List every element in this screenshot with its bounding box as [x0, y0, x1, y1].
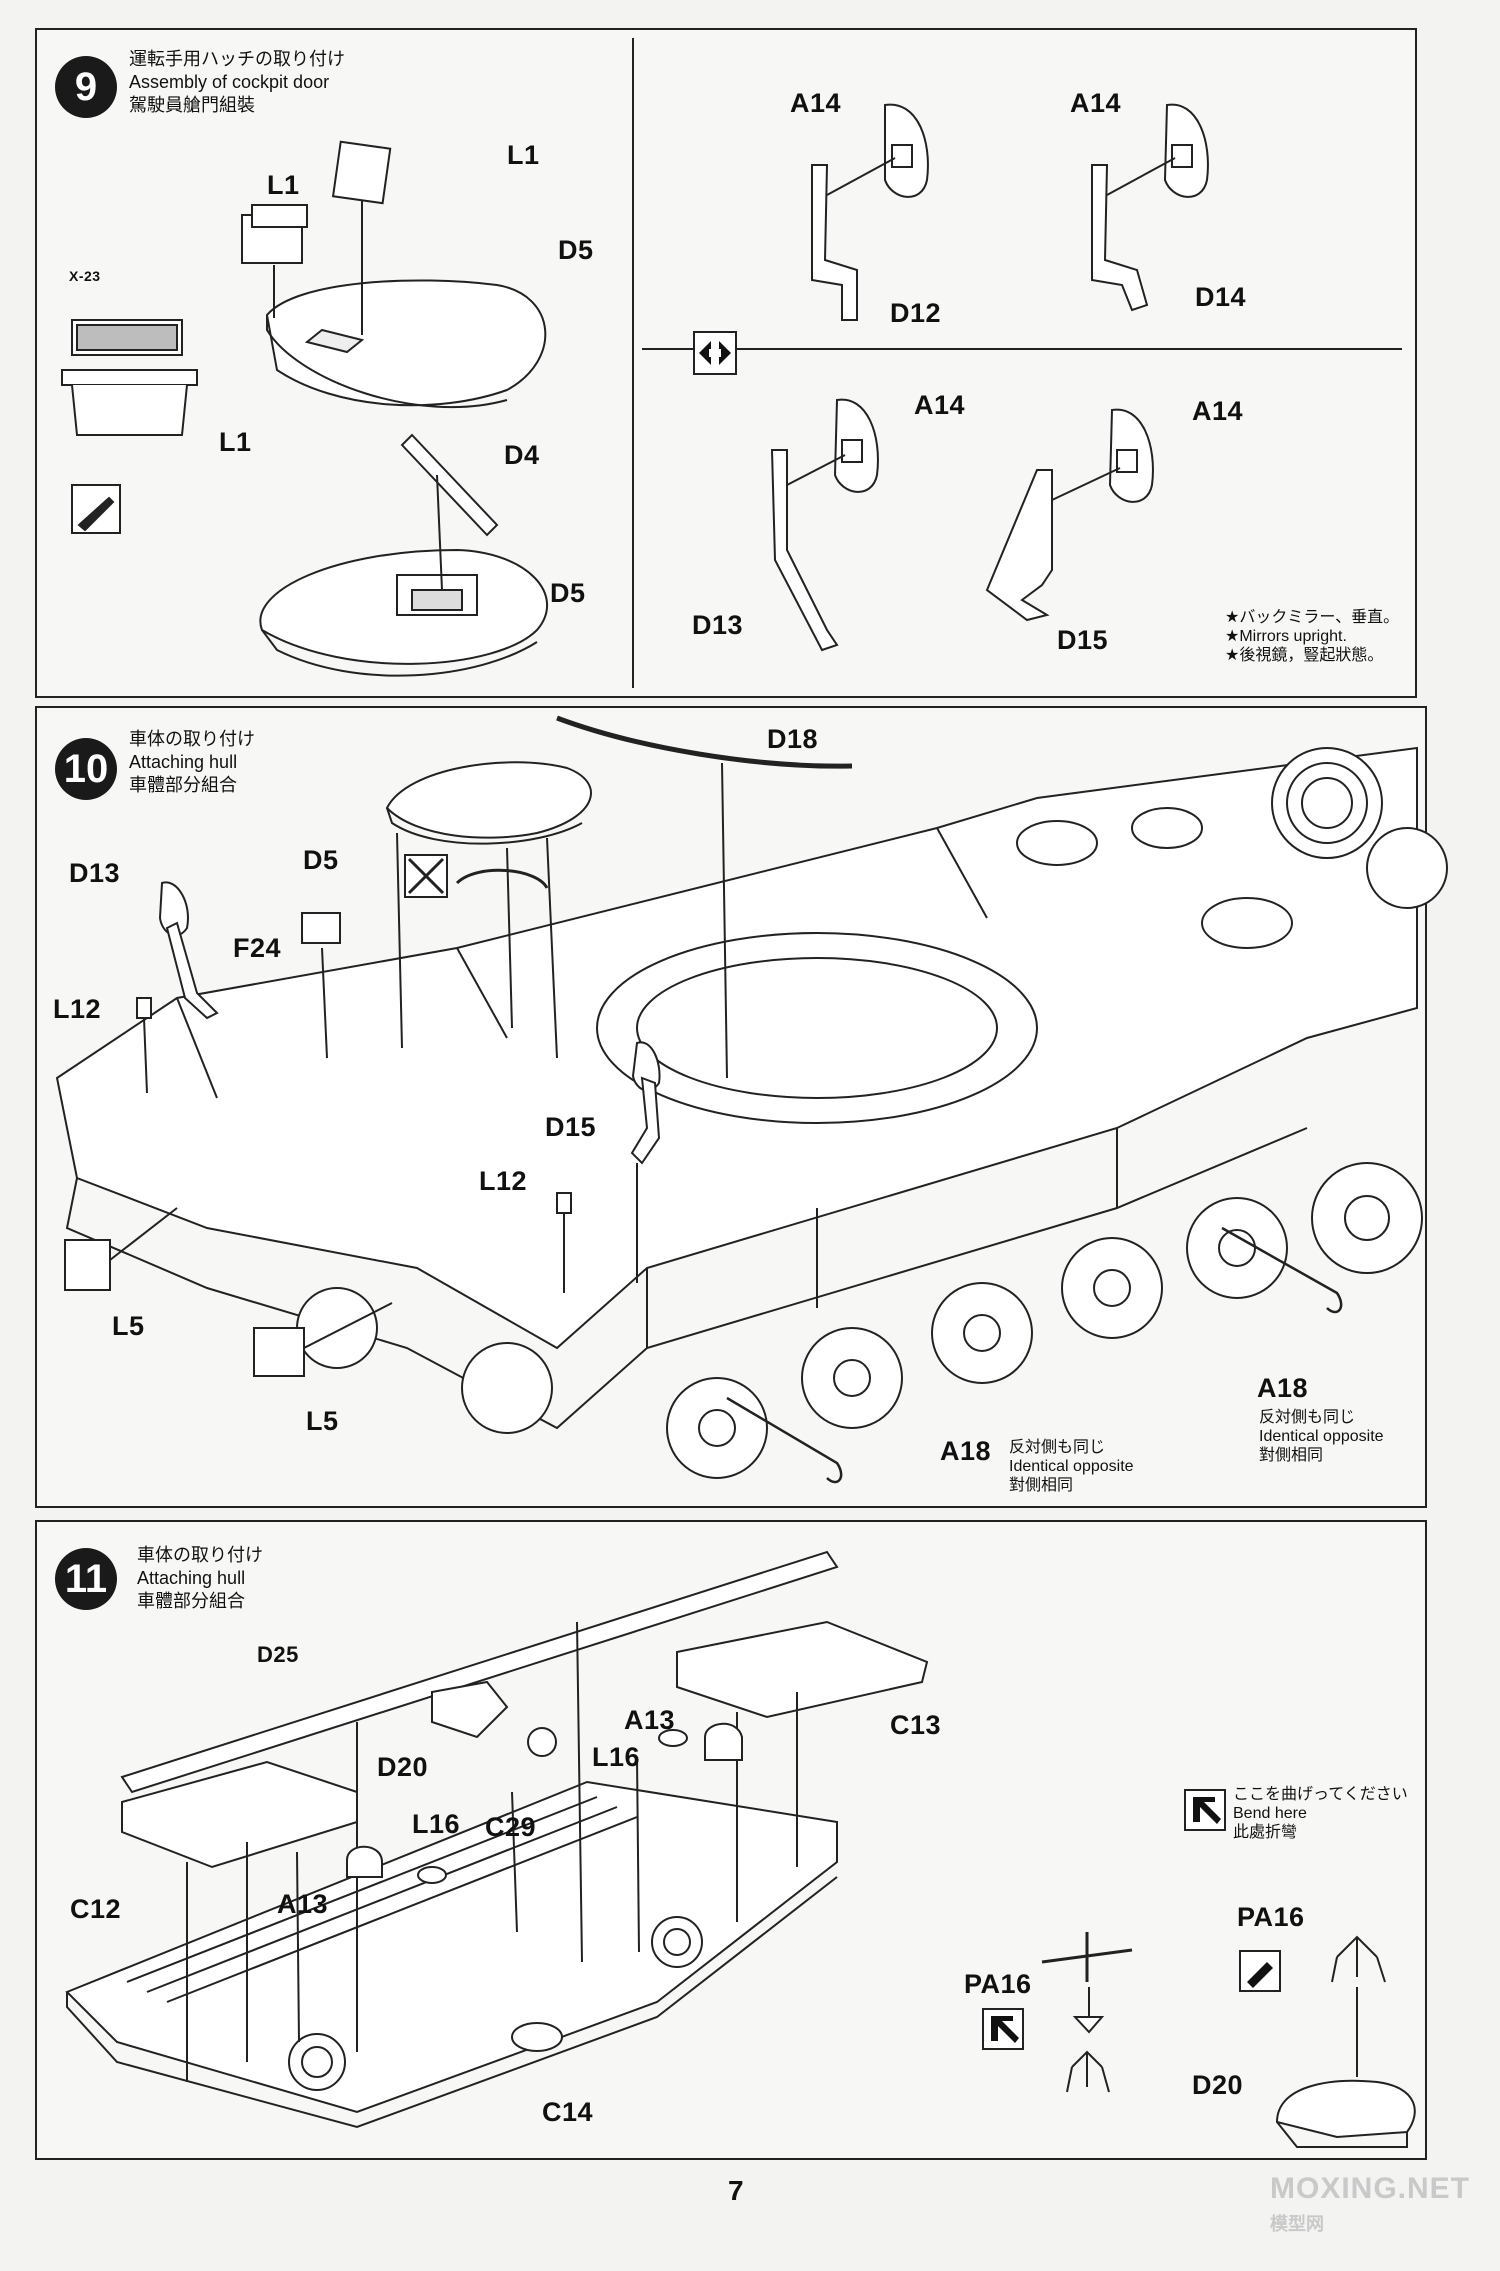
- mirror-note-jp: ★バックミラー、垂直。: [1225, 609, 1400, 626]
- a18-opposite-note: 反対側も同じ Identical opposite 對側相同: [1259, 1408, 1384, 1465]
- step9-label-d12: D12: [890, 298, 942, 328]
- step9-label-d13: D13: [692, 610, 744, 640]
- step9-horizontal-divider: [642, 348, 1402, 350]
- step11-label-c29: C29: [485, 1812, 537, 1842]
- step11-label-pa16: PA16: [964, 1969, 1032, 1999]
- step10-label-d18: D18: [767, 724, 819, 754]
- step10-label-d15: D15: [545, 1112, 597, 1142]
- page-number: 7: [728, 2175, 744, 2206]
- step10-label-l12: L12: [479, 1166, 528, 1196]
- opposite-note-cn: 對側相同: [1259, 1447, 1324, 1464]
- bend-note-jp: ここを曲げってください: [1233, 1786, 1408, 1803]
- step10-title-cn: 車體部分組合: [129, 775, 237, 795]
- step11-label-d20: D20: [1192, 2070, 1244, 2100]
- a18-opposite-note: 反対側も同じ Identical opposite 對側相同: [1009, 1438, 1134, 1495]
- opposite-note-jp: 反対側も同じ: [1009, 1439, 1106, 1456]
- opposite-note-jp: 反対側も同じ: [1259, 1409, 1356, 1426]
- opposite-note-cn: 對側相同: [1009, 1477, 1074, 1494]
- step9-label-d14: D14: [1195, 282, 1247, 312]
- step11-label-c14: C14: [542, 2097, 594, 2127]
- step10-hull-illustration: [55, 715, 1448, 1484]
- step11-label-pa16: PA16: [1237, 1902, 1305, 1932]
- step10-label-a18: A18: [1257, 1373, 1309, 1403]
- step9-label-l1: L1: [507, 140, 540, 170]
- step11-title-en: Attaching hull: [137, 1568, 246, 1588]
- step10-label-d13: D13: [69, 858, 121, 888]
- step11-header: 車体の取り付け Attaching hull 車體部分組合: [137, 1544, 263, 1613]
- step11-floor-illustration: [65, 1550, 1416, 2148]
- step11-title-jp: 車体の取り付け: [137, 1545, 263, 1565]
- step9-label-d5: D5: [550, 578, 586, 608]
- step9-vertical-divider: [632, 38, 634, 688]
- watermark-logo: MOXING.NET: [1270, 2172, 1471, 2205]
- bend-here-note: ここを曲げってください Bend here 此處折彎: [1233, 1785, 1408, 1842]
- step10-label-f24: F24: [233, 933, 282, 963]
- step10-label-l5: L5: [112, 1311, 145, 1341]
- opposite-note-en: Identical opposite: [1259, 1428, 1384, 1445]
- step9-label-d5: D5: [558, 235, 594, 265]
- step11-label-c13: C13: [890, 1710, 942, 1740]
- step9-header: 運転手用ハッチの取り付け Assembly of cockpit door 駕駛…: [129, 48, 345, 117]
- step10-label-a18: A18: [940, 1436, 992, 1466]
- step9-title-cn: 駕駛員艙門組裝: [129, 95, 255, 115]
- step9-label-d15: D15: [1057, 625, 1109, 655]
- bend-note-en: Bend here: [1233, 1805, 1307, 1822]
- watermark-logo-cn: 模型网: [1270, 2214, 1324, 2234]
- step11-title-cn: 車體部分組合: [137, 1591, 245, 1611]
- step10-badge: 10: [55, 738, 117, 800]
- opposite-note-en: Identical opposite: [1009, 1458, 1134, 1475]
- mirror-upright-note: ★バックミラー、垂直。 ★Mirrors upright. ★後視鏡，豎起狀態。: [1225, 608, 1399, 665]
- step10-panel: 10 車体の取り付け Attaching hull 車體部分組合: [35, 706, 1448, 1508]
- step9-label-x23: X-23: [69, 268, 101, 284]
- step9-label-l1: L1: [219, 427, 252, 457]
- step9-title-jp: 運転手用ハッチの取り付け: [129, 49, 345, 69]
- step9-label-a14: A14: [1070, 88, 1122, 118]
- step9-label-d4: D4: [504, 440, 540, 470]
- step11-label-a13: A13: [624, 1705, 676, 1735]
- step11-label-a13: A13: [277, 1889, 329, 1919]
- mirror-note-cn: ★後視鏡，豎起狀態。: [1225, 647, 1384, 664]
- step9-label-a14: A14: [914, 390, 966, 420]
- bend-note-cn: 此處折彎: [1233, 1824, 1298, 1841]
- step10-title-en: Attaching hull: [129, 752, 238, 772]
- step11-label-c12: C12: [70, 1894, 122, 1924]
- step9-illustration: [61, 103, 1209, 677]
- step11-label-l16: L16: [592, 1742, 641, 1772]
- step10-label-l12: L12: [53, 994, 102, 1024]
- step11-label-d20: D20: [377, 1752, 429, 1782]
- step9-label-l1: L1: [267, 170, 300, 200]
- step11-panel: 11 車体の取り付け Attaching hull 車體部分組合: [35, 1520, 1427, 2160]
- step10-title-jp: 車体の取り付け: [129, 729, 255, 749]
- step9-panel: 9 運転手用ハッチの取り付け Assembly of cockpit door …: [35, 28, 1417, 698]
- step9-badge: 9: [55, 56, 117, 118]
- step11-label-d25: D25: [257, 1642, 299, 1667]
- step10-label-l5: L5: [306, 1406, 339, 1436]
- step9-label-a14: A14: [790, 88, 842, 118]
- step9-title-en: Assembly of cockpit door: [129, 72, 330, 92]
- mirror-note-en: ★Mirrors upright.: [1225, 628, 1347, 645]
- step9-label-a14: A14: [1192, 396, 1244, 426]
- step10-label-d5: D5: [303, 845, 339, 875]
- step10-header: 車体の取り付け Attaching hull 車體部分組合: [129, 728, 255, 797]
- step11-badge: 11: [55, 1548, 117, 1610]
- step11-label-l16: L16: [412, 1809, 461, 1839]
